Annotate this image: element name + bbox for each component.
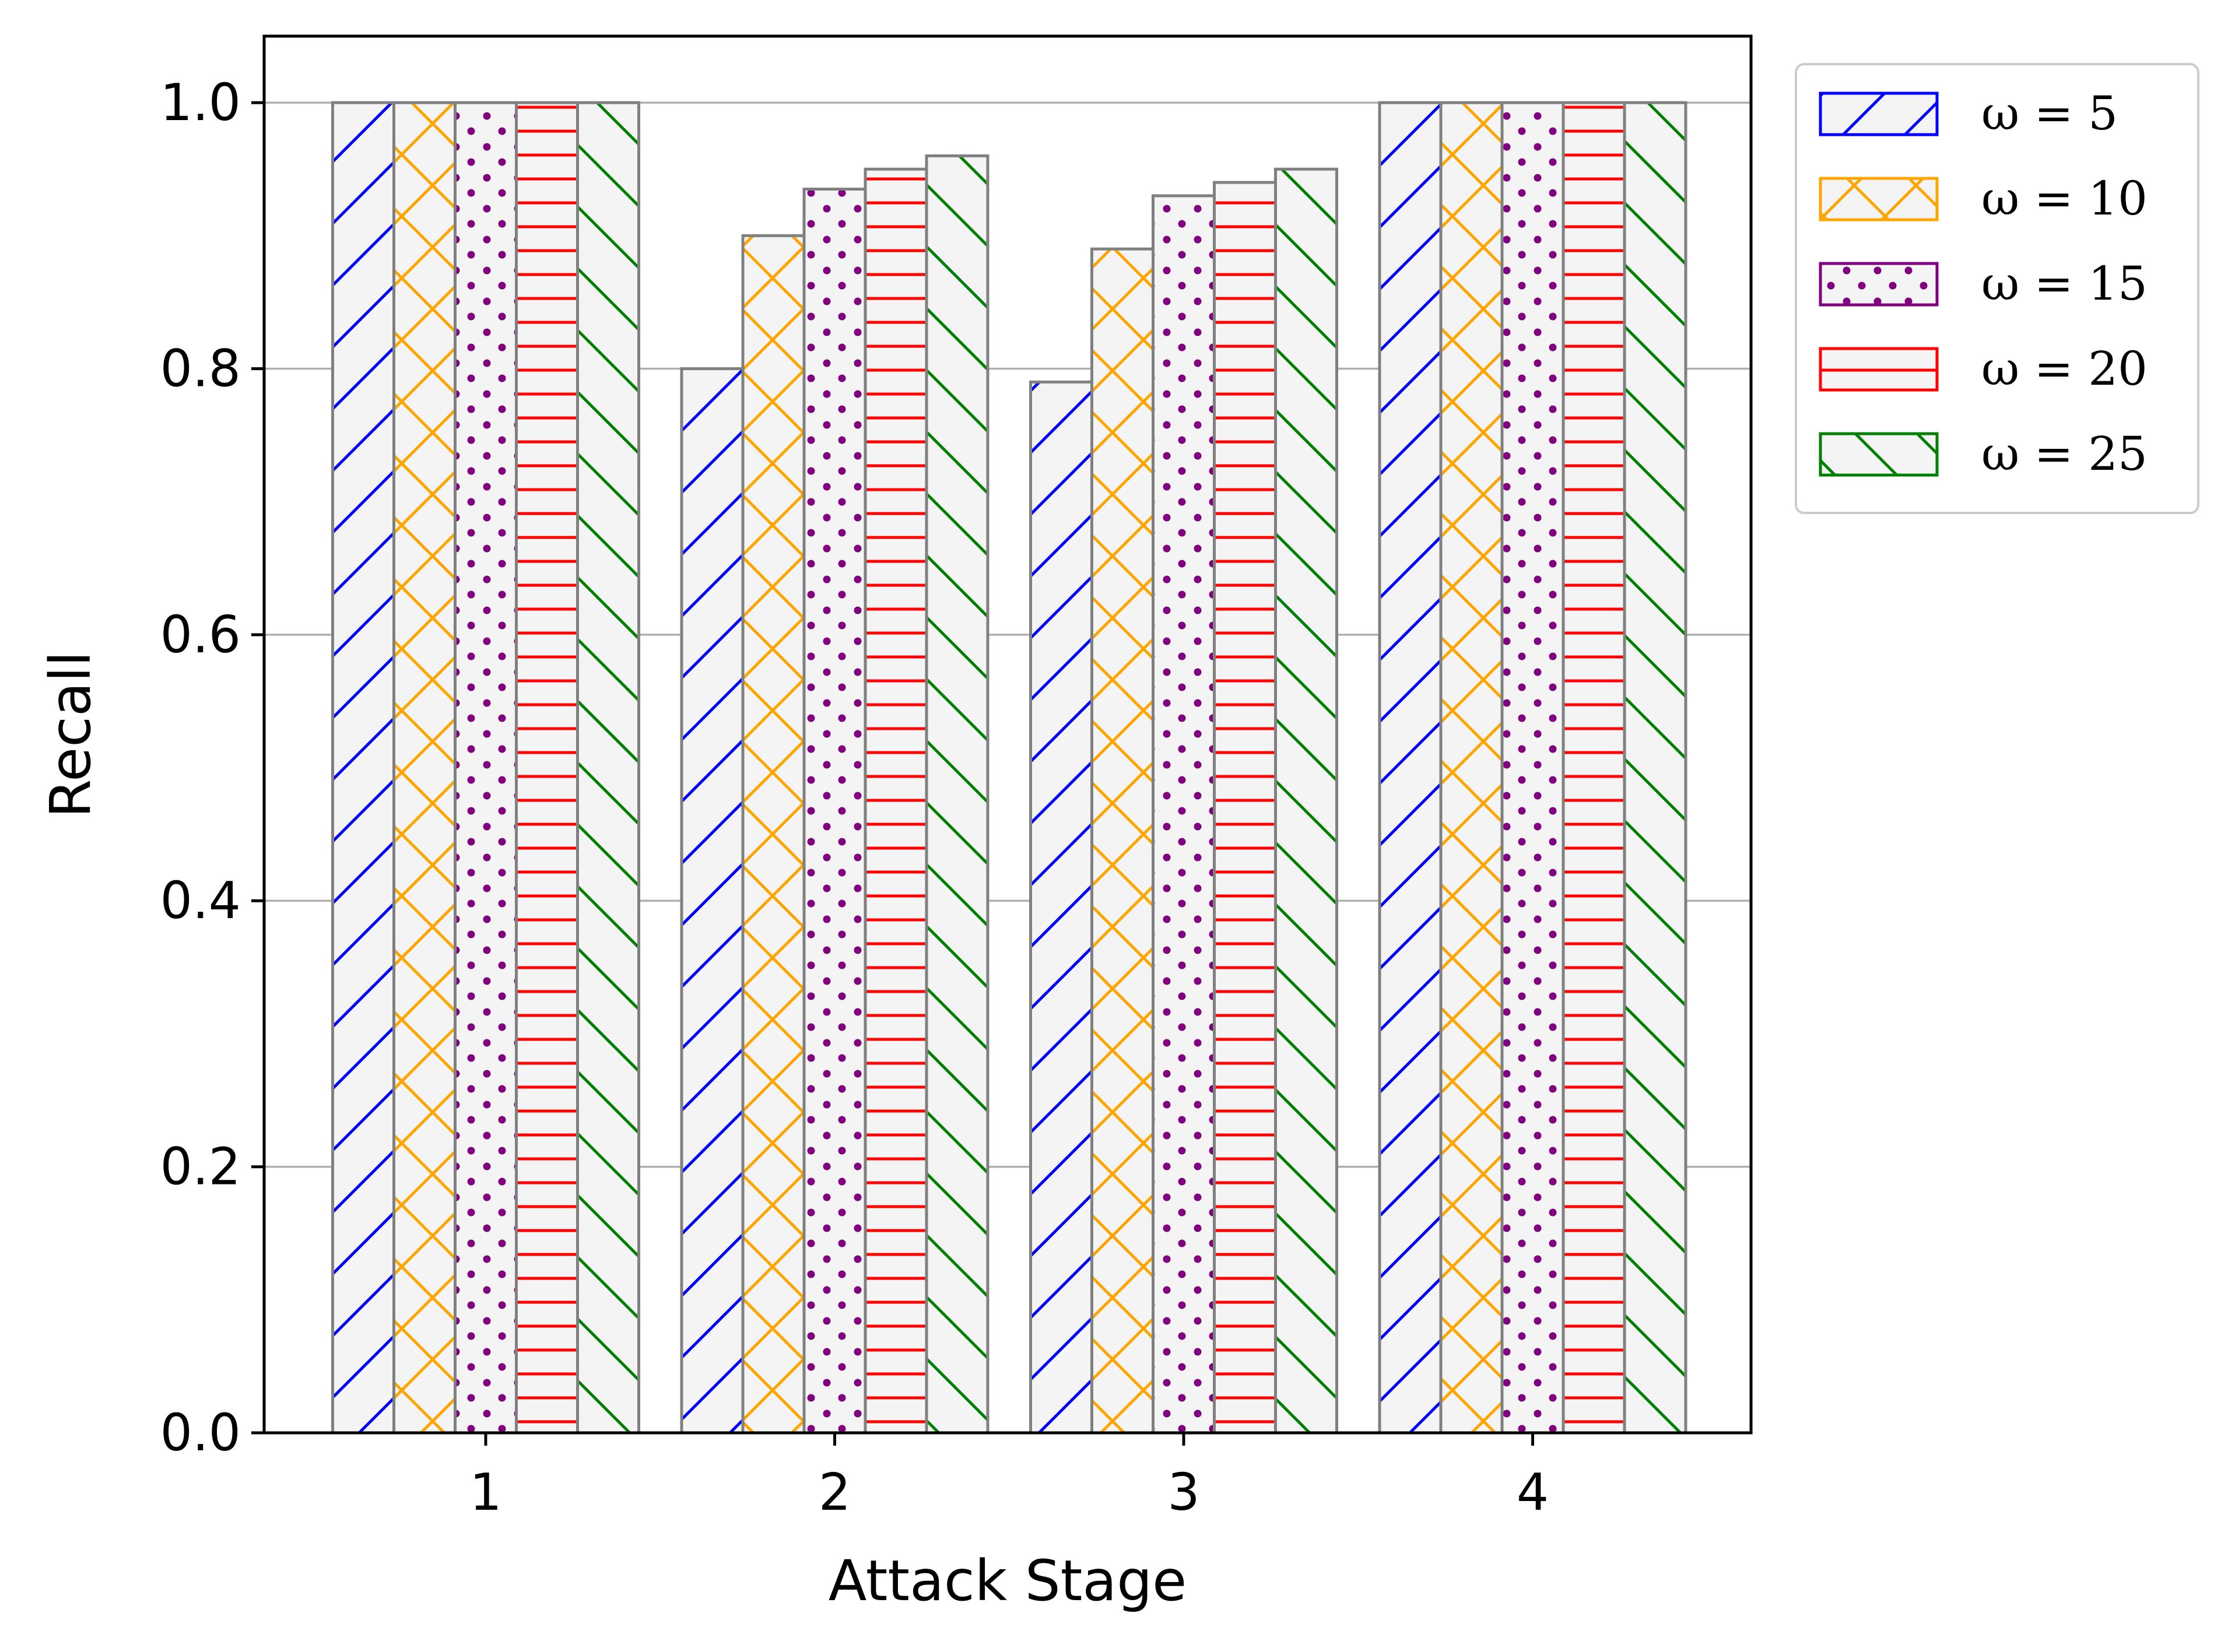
x-axis-title: Attack Stage [829, 1548, 1187, 1614]
plot-frame [262, 34, 1753, 1435]
bar-stage-4-series-1 [1378, 101, 1443, 1435]
bars [331, 101, 1687, 1435]
legend-label: ω = 20 [1981, 342, 2148, 396]
bar-stage-1-series-4 [515, 101, 579, 1435]
x-tick-label: 1 [469, 1463, 501, 1522]
y-axis-title: Recall [38, 651, 103, 818]
legend-swatch [1819, 432, 1939, 477]
y-tick-label: 0.6 [160, 605, 241, 665]
legend-swatch [1819, 347, 1939, 392]
bar-stage-3-series-1 [1029, 380, 1093, 1435]
bar-stage-3-series-4 [1213, 181, 1277, 1435]
x-tick-label: 3 [1167, 1463, 1199, 1522]
bar-stage-3-series-2 [1090, 247, 1155, 1435]
legend-label: ω = 25 [1981, 427, 2148, 481]
y-tick-label: 0.8 [160, 339, 241, 398]
bar-stage-1-series-3 [454, 101, 518, 1435]
bar-stage-4-series-4 [1562, 101, 1626, 1435]
x-tick-label: 2 [819, 1463, 851, 1522]
legend-swatch [1819, 92, 1939, 136]
bar-stage-2-series-3 [802, 187, 867, 1435]
bar-stage-3-series-5 [1274, 167, 1338, 1435]
bar-stage-4-series-5 [1623, 101, 1687, 1435]
bar-stage-1-series-2 [392, 101, 457, 1435]
y-tick-label: 0.0 [160, 1403, 241, 1463]
x-tick-label: 4 [1517, 1463, 1549, 1522]
legend-swatch [1819, 262, 1939, 307]
x-axis-ticks: 1 2 3 4 [469, 1433, 1549, 1522]
y-axis-ticks: 0.0 0.2 0.4 0.6 0.8 1.0 [160, 73, 264, 1463]
legend-label: ω = 5 [1981, 86, 2118, 140]
bar-stage-3-series-3 [1152, 194, 1216, 1435]
bar-stage-4-series-2 [1439, 101, 1504, 1435]
bar-stage-2-series-4 [864, 167, 928, 1435]
legend-label: ω = 15 [1981, 256, 2148, 311]
bar-stage-4-series-3 [1500, 101, 1565, 1435]
y-tick-label: 0.2 [160, 1137, 241, 1197]
legend-box [1795, 63, 2199, 514]
bar-stage-1-series-5 [576, 101, 640, 1435]
bar-stage-2-series-2 [741, 234, 806, 1435]
y-tick-label: 1.0 [160, 73, 241, 132]
y-tick-label: 0.4 [160, 871, 241, 930]
legend-label: ω = 10 [1981, 171, 2148, 226]
legend: ω = 5 ω = 10 ω = 15 ω = 20 ω = 25 [1795, 63, 2199, 514]
legend-swatch [1819, 177, 1939, 222]
bar-stage-2-series-1 [680, 367, 745, 1435]
bar-stage-2-series-5 [925, 154, 990, 1435]
bar-stage-1-series-1 [331, 101, 395, 1435]
